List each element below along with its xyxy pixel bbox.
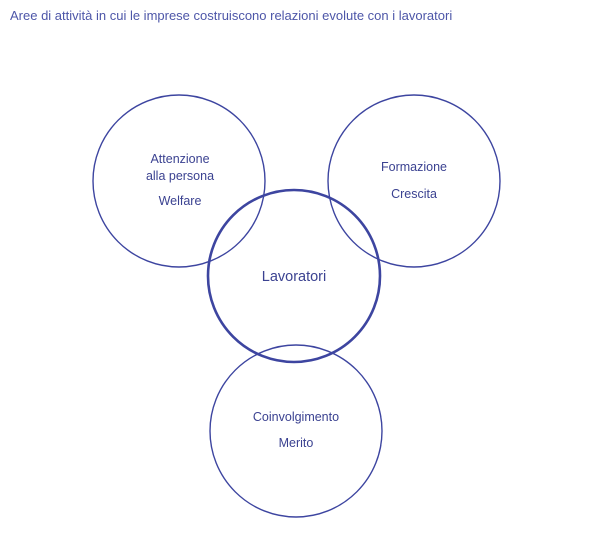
node-welfare-line-3: Welfare: [159, 194, 202, 208]
circle-welfare: [92, 94, 266, 268]
circle-lavoratori: [206, 188, 382, 364]
center-label: Lavoratori: [262, 269, 326, 285]
node-coinvolgimento-line-1: Coinvolgimento: [253, 410, 339, 424]
node-coinvolgimento-line-2: Merito: [279, 436, 314, 450]
circle-coinvolgimento: [209, 344, 383, 518]
node-formazione-line-1: Formazione: [381, 160, 447, 174]
diagram-caption: Aree di attività in cui le imprese costr…: [10, 8, 453, 23]
node-welfare-line-1: Attenzione: [150, 152, 209, 166]
node-welfare-line-2: alla persona: [146, 169, 214, 183]
circle-formazione: [327, 94, 501, 268]
node-formazione-line-2: Crescita: [391, 187, 437, 201]
